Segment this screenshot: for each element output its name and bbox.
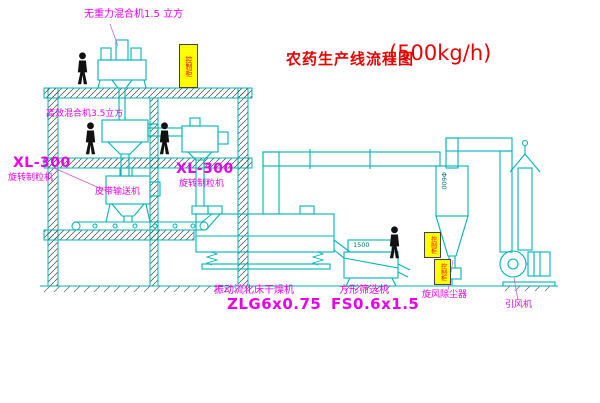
- fluid-bed-dryer: [195, 205, 351, 270]
- label-granulator-left-name: 旋转制粒机: [8, 173, 54, 183]
- exhaust-duct: [262, 149, 441, 215]
- control-cabinet-cyclone-1-label: 控制柜: [429, 236, 437, 254]
- belt-conveyor: [71, 213, 221, 231]
- label-gravity-mixer: 无重力混合机1.5 立方: [84, 9, 184, 20]
- square-sieve: [343, 239, 411, 287]
- person-figure: [389, 226, 400, 259]
- control-cabinet-cyclone-2-label: 控制柜: [439, 263, 447, 281]
- diagram-capacity: (500kg/h): [389, 41, 492, 65]
- label-granulator-right-model: XL-300: [176, 161, 234, 177]
- label-dryer-model: ZLG6x0.75: [227, 295, 322, 313]
- label-cyclone-name: 旋风除尘器: [422, 290, 468, 300]
- fan-inlet-duct: [499, 150, 513, 253]
- building-structure: [40, 87, 558, 293]
- label-sieve-model: FS0.6x1.5: [331, 295, 420, 313]
- label-granulator-right-name: 旋转制粒机: [179, 179, 225, 189]
- label-sieve-name: 方形筛选机: [339, 285, 389, 296]
- induced-draft-fan: [499, 250, 556, 287]
- label-high-mixer: 高效混合机3.5立方: [46, 109, 124, 119]
- control-cabinet-cyclone-1: 控制柜: [424, 232, 441, 258]
- granulator-right: [181, 117, 229, 215]
- control-cabinet-top: 控制柜: [179, 44, 198, 88]
- control-cabinet-top-label: 控制柜: [185, 55, 193, 77]
- label-belt-conveyor: 皮带输送机: [95, 187, 141, 197]
- person-figure: [85, 122, 96, 155]
- cyclone-dimension: Φ600: [440, 172, 448, 190]
- granulator-left: [105, 167, 161, 223]
- high-efficiency-mixer: [101, 119, 183, 176]
- exhaust-stack: [509, 139, 541, 251]
- sieve-dimension: 1500: [353, 241, 370, 249]
- label-dryer-name: 振动流化床干燥机: [214, 285, 294, 296]
- diagram-title: 农药生产线流程图: [286, 50, 415, 68]
- person-figure: [77, 52, 88, 85]
- person-figure: [159, 122, 170, 155]
- label-fan-name: 引风机: [505, 300, 533, 310]
- label-granulator-left-model: XL-300: [13, 155, 71, 171]
- control-cabinet-cyclone-2: 控制柜: [434, 259, 451, 285]
- gravity-free-mixer: [97, 39, 147, 120]
- leader-lines: [53, 23, 519, 301]
